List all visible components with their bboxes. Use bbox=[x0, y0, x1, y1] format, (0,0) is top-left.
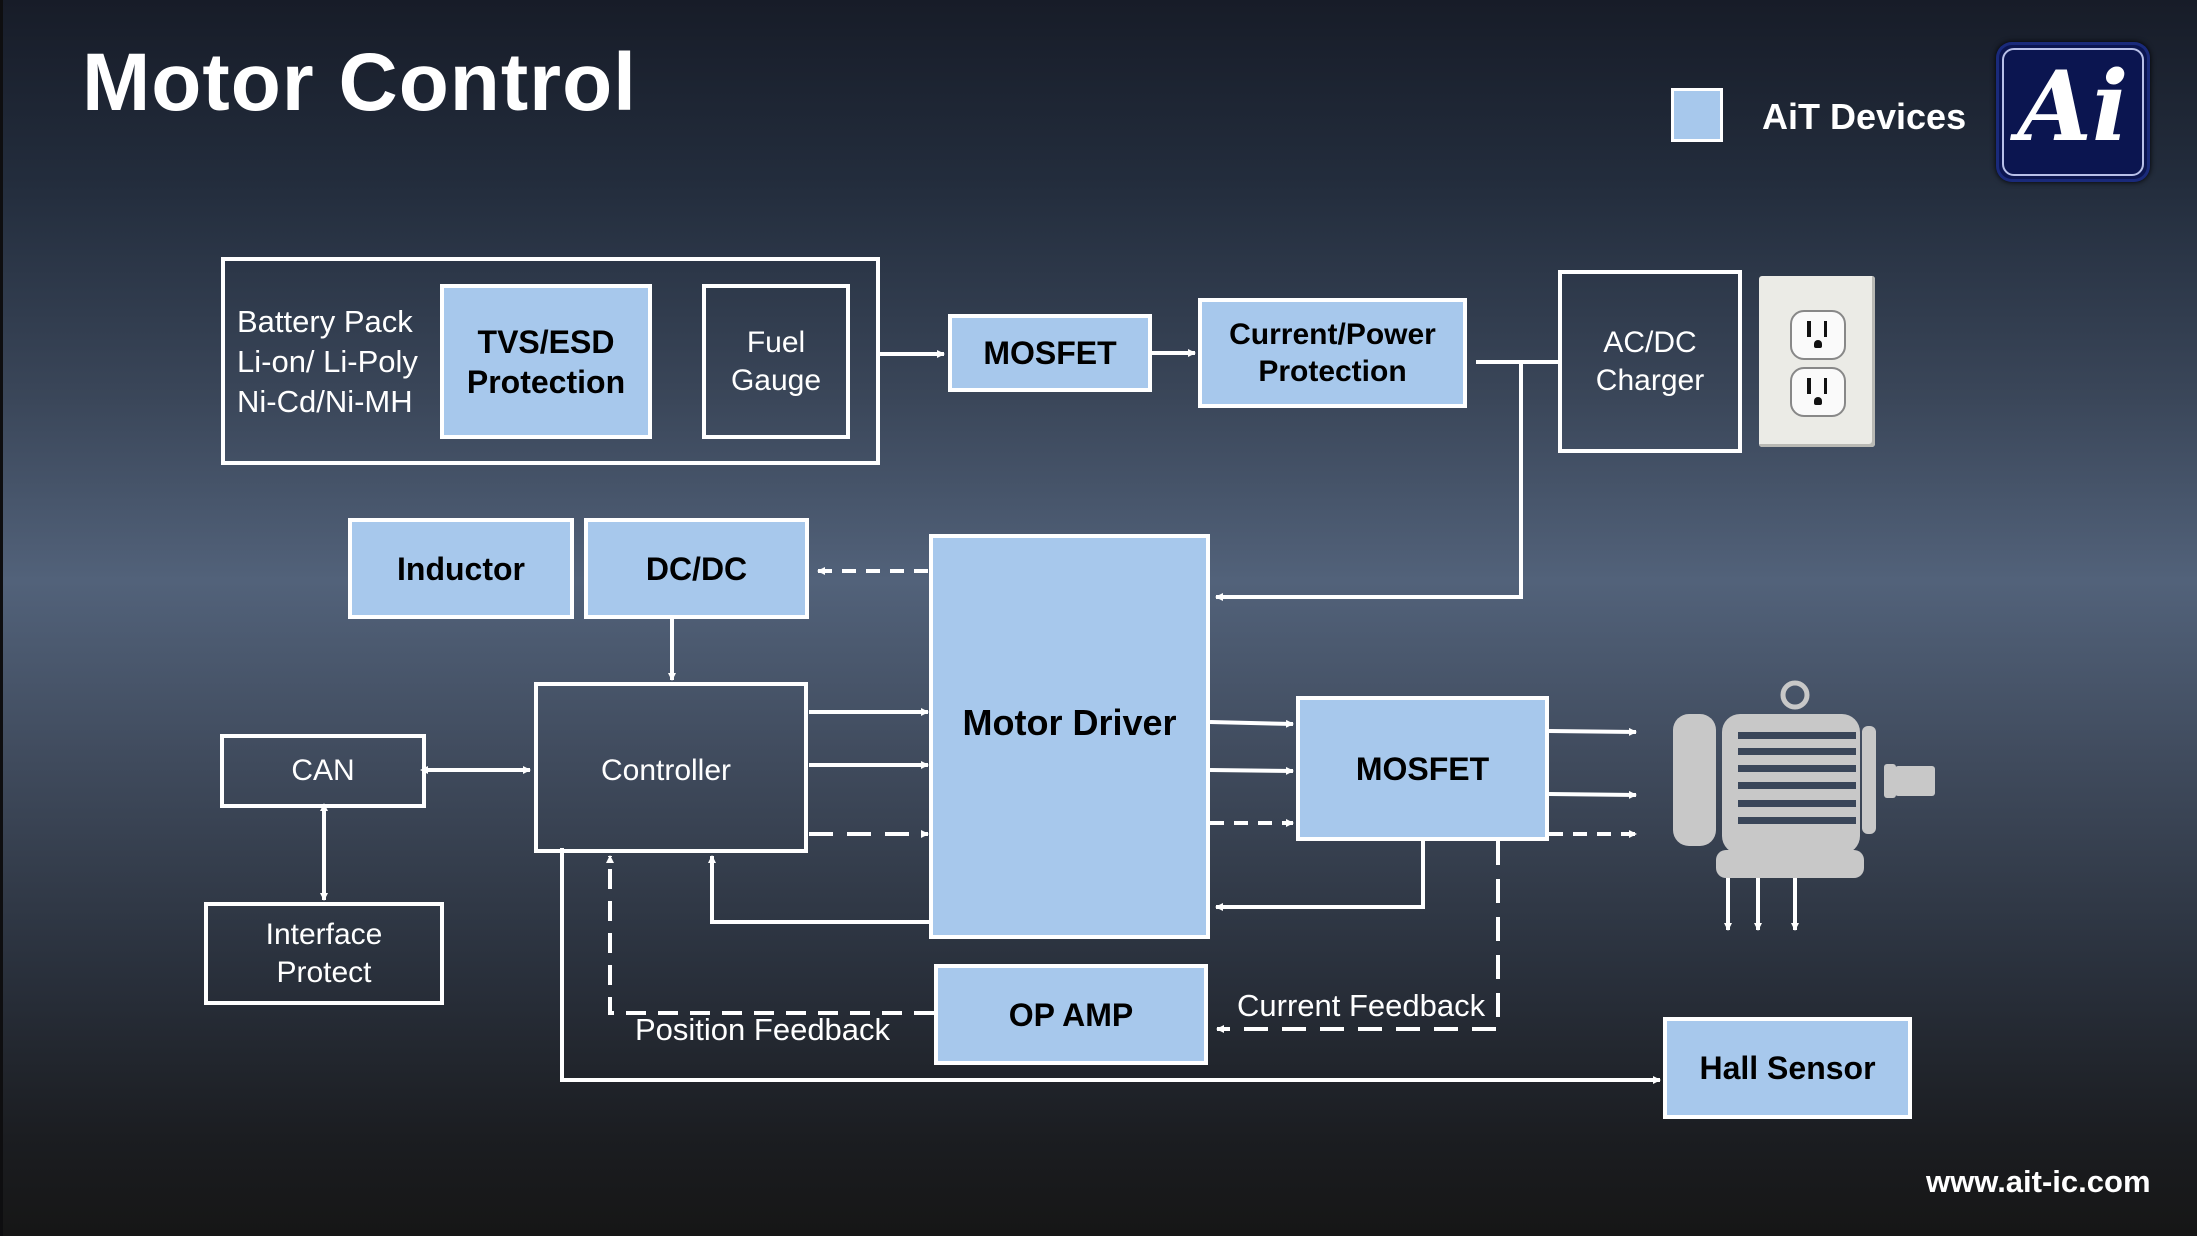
footer-url[interactable]: www.ait-ic.com bbox=[1926, 1164, 2151, 1199]
block-mosfet-mid[interactable]: MOSFET bbox=[1296, 696, 1549, 841]
block-label: Inductor bbox=[397, 550, 525, 587]
block-hall-sensor[interactable]: Hall Sensor bbox=[1663, 1017, 1912, 1119]
block-label: AC/DC Charger bbox=[1595, 326, 1705, 397]
block-mosfet-top[interactable]: MOSFET bbox=[948, 314, 1152, 392]
label-position-feedback: Position Feedback bbox=[635, 1012, 891, 1047]
wire-driver-feedback-to-controller bbox=[708, 855, 930, 924]
block-label: DC/DC bbox=[645, 550, 748, 587]
block-motor-driver[interactable]: Motor Driver bbox=[929, 534, 1210, 939]
logo-text: Ai bbox=[2017, 50, 2129, 163]
block-current-power-protection[interactable]: Current/Power Protection bbox=[1198, 298, 1467, 408]
block-fuel-gauge[interactable]: Fuel Gauge bbox=[702, 284, 850, 439]
legend-swatch-ait-devices bbox=[1671, 88, 1723, 142]
wire-driver-to-mosfet-2 bbox=[1209, 766, 1294, 775]
logo-frame bbox=[2002, 48, 2144, 176]
block-label: Interface Protect bbox=[265, 918, 383, 989]
wire-controller-to-hall-sensor bbox=[560, 848, 1661, 1084]
block-label: CAN bbox=[291, 754, 355, 788]
block-interface-protect[interactable]: Interface Protect bbox=[204, 902, 444, 1005]
wire-position-feedback bbox=[606, 855, 934, 1015]
block-label: Motor Driver bbox=[962, 702, 1177, 743]
block-label: Controller bbox=[600, 754, 732, 787]
block-inductor[interactable]: Inductor bbox=[348, 518, 574, 619]
battery-pack-group bbox=[221, 257, 880, 465]
block-acdc-charger[interactable]: AC/DC Charger bbox=[1558, 270, 1742, 453]
block-label: Hall Sensor bbox=[1699, 1050, 1876, 1086]
left-edge bbox=[0, 0, 3, 1236]
legend-label: AiT Devices bbox=[1762, 96, 1967, 137]
block-label: Current/Power Protection bbox=[1229, 317, 1436, 389]
ait-logo: Ai bbox=[1996, 42, 2150, 182]
block-tvs-esd-protection[interactable]: TVS/ESD Protection bbox=[440, 284, 652, 439]
page-title: Motor Control bbox=[82, 37, 637, 128]
wire-mosfet-to-motor-2 bbox=[1548, 790, 1637, 799]
block-label: Fuel Gauge bbox=[730, 326, 822, 397]
block-label: MOSFET bbox=[983, 335, 1117, 371]
wire-power-to-motor-driver bbox=[1215, 362, 1523, 601]
block-label: OP AMP bbox=[1008, 996, 1134, 1033]
wire-driver-to-mosfet-1 bbox=[1209, 719, 1294, 728]
label-current-feedback: Current Feedback bbox=[1237, 988, 1486, 1023]
block-controller[interactable]: Controller bbox=[534, 682, 808, 853]
wire-mosfet-to-motor-1 bbox=[1548, 727, 1637, 736]
block-label: TVS/ESD Protection bbox=[466, 323, 626, 400]
block-label: MOSFET bbox=[1355, 750, 1490, 787]
battery-pack-label: Battery Pack Li-on/ Li-Poly Ni-Cd/Ni-MH bbox=[237, 304, 418, 419]
block-can[interactable]: CAN bbox=[220, 734, 426, 808]
power-outlet-icon bbox=[1759, 276, 1875, 447]
wire-mosfet-feedback-to-driver bbox=[1215, 841, 1425, 911]
block-dcdc[interactable]: DC/DC bbox=[584, 518, 809, 619]
block-op-amp[interactable]: OP AMP bbox=[934, 964, 1208, 1065]
electric-motor-icon bbox=[1673, 680, 1935, 878]
